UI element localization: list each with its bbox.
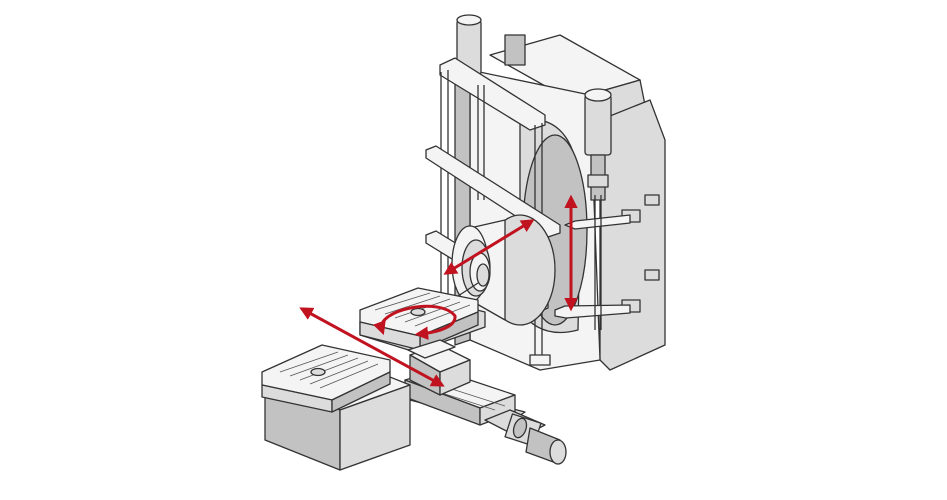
pallet-changer [261, 344, 411, 471]
motion-arrows [299, 194, 578, 387]
table-travel-arrow [299, 307, 445, 387]
spindle-axis-arrow [443, 219, 535, 275]
rotary-table-arrow [372, 304, 457, 340]
rotary-table [359, 287, 486, 359]
